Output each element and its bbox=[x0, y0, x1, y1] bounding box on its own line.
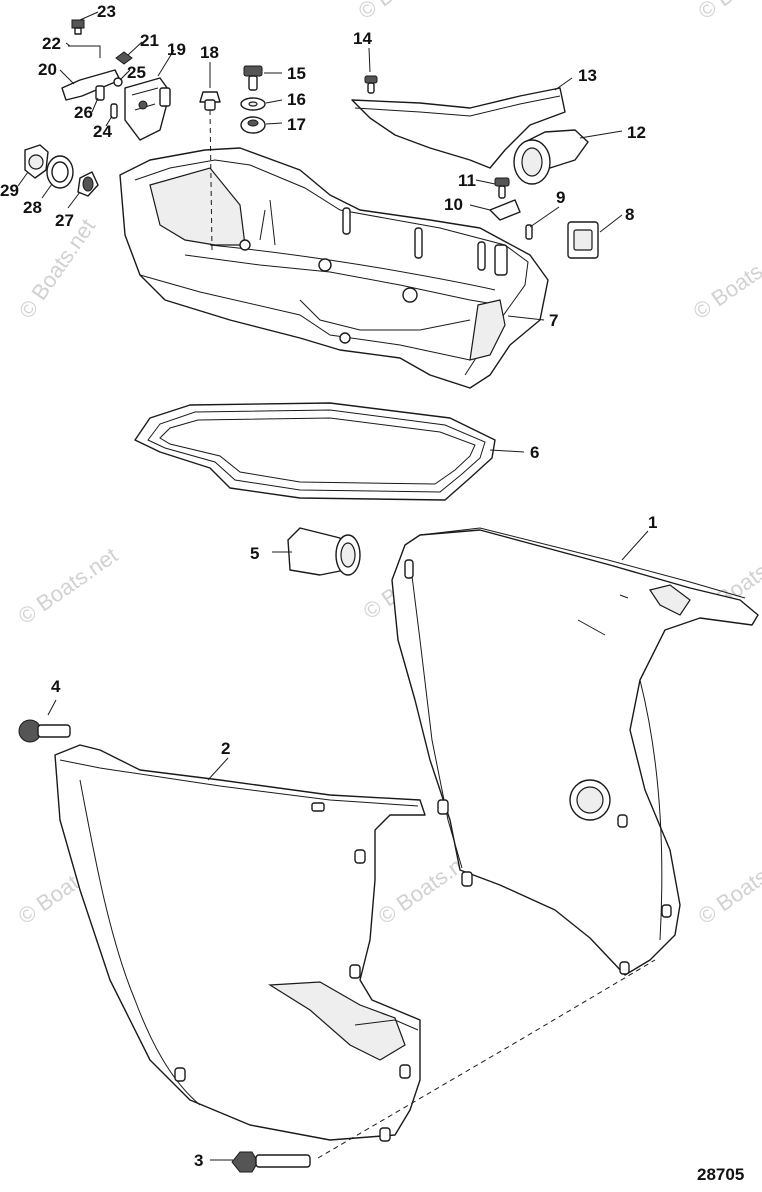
bottom-cowl-seal bbox=[134, 402, 496, 501]
callout-4: 4 bbox=[51, 677, 61, 696]
callout-2: 2 bbox=[221, 739, 230, 758]
callout-9: 9 bbox=[556, 188, 565, 207]
bumper bbox=[567, 221, 599, 259]
latch-knob bbox=[513, 129, 589, 185]
callout-12: 12 bbox=[627, 123, 646, 142]
watermark: © Boats.net bbox=[14, 214, 101, 323]
cowl-screw bbox=[231, 1151, 311, 1173]
watermark: © Boats.net bbox=[694, 842, 762, 929]
leader-lines bbox=[17, 11, 649, 1161]
callout-10: 10 bbox=[444, 195, 463, 214]
watermark: © Boats.net bbox=[694, 0, 762, 24]
callouts: 1 2 3 4 5 6 7 8 9 10 11 12 13 14 15 16 1… bbox=[0, 2, 657, 1170]
hex-bolt bbox=[243, 65, 263, 91]
screw-26 bbox=[95, 85, 105, 101]
callout-21: 21 bbox=[140, 31, 159, 50]
callout-13: 13 bbox=[578, 66, 597, 85]
callout-28: 28 bbox=[23, 198, 42, 217]
fitting-29 bbox=[24, 144, 49, 179]
retainer-clip bbox=[489, 199, 521, 221]
tray-boss bbox=[342, 207, 508, 276]
callout-7: 7 bbox=[549, 311, 558, 330]
callout-15: 15 bbox=[287, 64, 306, 83]
washer bbox=[240, 97, 266, 111]
callout-1: 1 bbox=[648, 513, 657, 532]
callout-5: 5 bbox=[250, 544, 259, 563]
grommet-27 bbox=[77, 171, 99, 197]
callout-3: 3 bbox=[194, 1151, 203, 1170]
bottom-cowl-tray bbox=[119, 147, 549, 389]
callout-26: 26 bbox=[74, 103, 93, 122]
callout-8: 8 bbox=[625, 205, 634, 224]
grommet bbox=[287, 527, 361, 576]
callout-19: 19 bbox=[167, 40, 186, 59]
callout-22: 22 bbox=[42, 34, 61, 53]
drawing-number: 28705 bbox=[697, 1165, 744, 1184]
watermark: © Boats.net bbox=[354, 0, 463, 24]
pin-24 bbox=[110, 103, 118, 119]
spring-wire bbox=[68, 45, 101, 58]
screw-23 bbox=[71, 19, 85, 35]
callout-29: 29 bbox=[0, 181, 19, 200]
callout-24: 24 bbox=[93, 122, 112, 141]
grommet-small bbox=[240, 116, 266, 134]
latch-assembly bbox=[124, 77, 171, 141]
screw-14 bbox=[364, 75, 378, 94]
callout-16: 16 bbox=[287, 90, 306, 109]
callout-11: 11 bbox=[458, 171, 476, 190]
screw-11 bbox=[494, 177, 510, 199]
callout-20: 20 bbox=[38, 60, 57, 79]
latch-lever bbox=[61, 69, 121, 101]
front-handle-cover bbox=[351, 87, 566, 169]
callout-18: 18 bbox=[200, 43, 219, 62]
side-cowl-port bbox=[54, 744, 426, 1142]
callout-14: 14 bbox=[353, 29, 372, 48]
watermark: © Boats.net bbox=[14, 542, 123, 629]
watermark: © Boats.net bbox=[689, 237, 762, 324]
callout-17: 17 bbox=[287, 115, 306, 134]
callout-27: 27 bbox=[55, 211, 74, 230]
plug bbox=[199, 91, 221, 251]
callout-6: 6 bbox=[530, 443, 539, 462]
callout-23: 23 bbox=[97, 2, 116, 21]
side-cowl-starboard bbox=[391, 527, 759, 976]
callout-25: 25 bbox=[127, 63, 146, 82]
bolt bbox=[18, 719, 71, 743]
small-screw bbox=[525, 224, 533, 240]
seal-ring-28 bbox=[46, 155, 74, 189]
